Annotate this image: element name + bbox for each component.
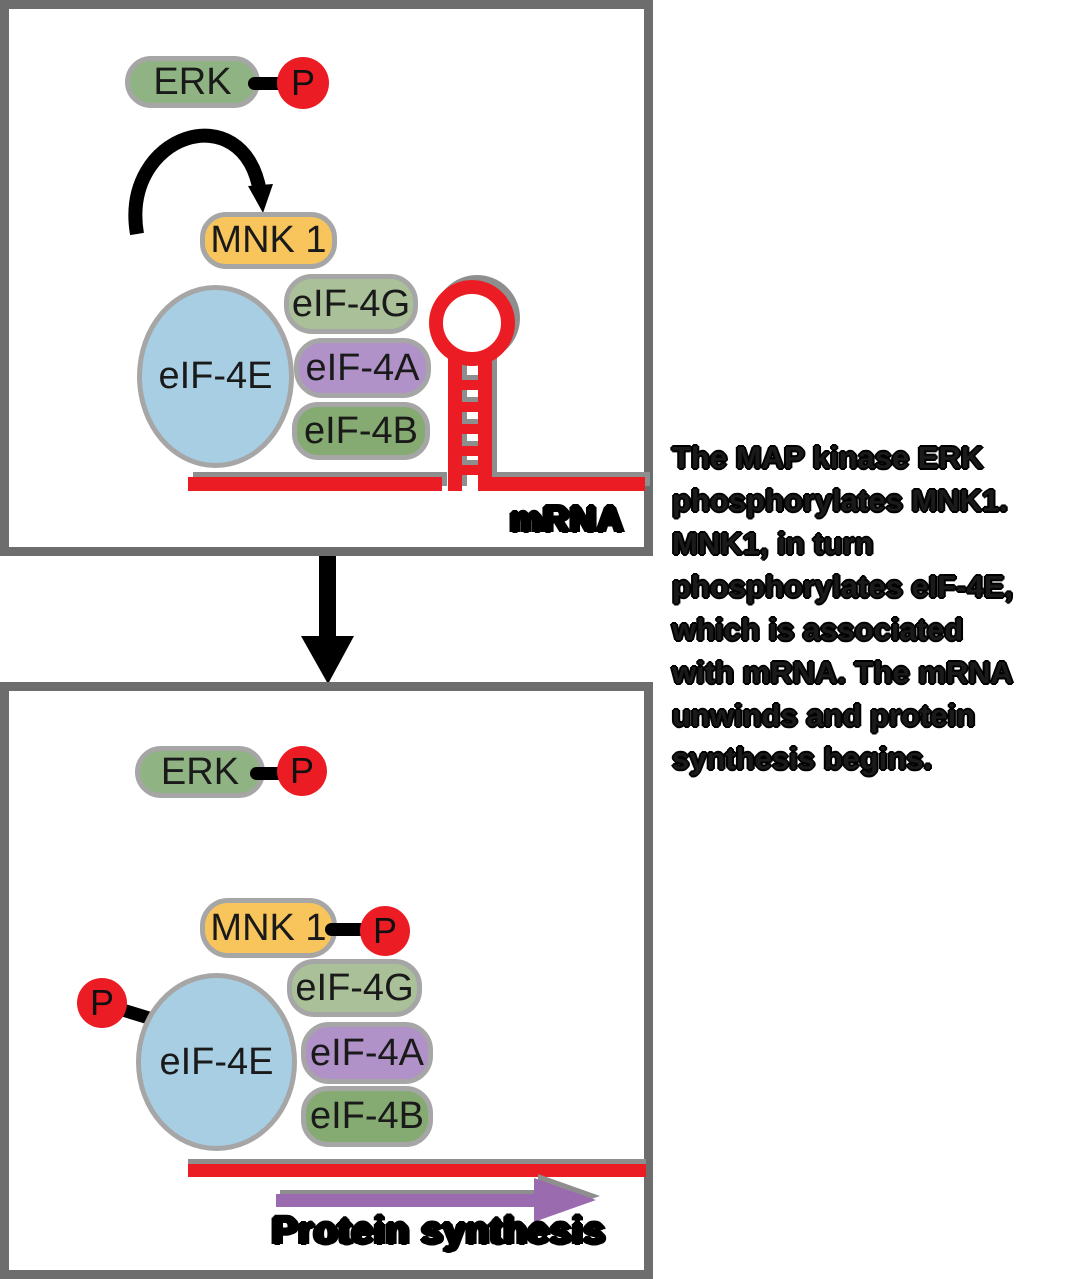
mnk1-phosphate-bond xyxy=(325,923,370,936)
caption-line: which is associated xyxy=(672,612,964,647)
erk-protein: ERK xyxy=(125,56,260,108)
eif4a-protein: eIF-4A xyxy=(301,1022,433,1084)
mrna-strand-hairpin xyxy=(188,280,645,491)
phosphate-label: P xyxy=(290,62,315,103)
erk-protein: ERK xyxy=(135,746,265,798)
activation-arc-arrow xyxy=(128,128,273,236)
protein-synthesis-label: Protein synthesis xyxy=(272,1210,606,1252)
caption-line: phosphorylates eIF-4E, xyxy=(672,569,1014,604)
mrna-label: mRNA xyxy=(510,498,625,539)
figure-caption: The MAP kinase ERK phosphorylates MNK1. … xyxy=(672,436,1065,780)
phosphate-group: P xyxy=(277,746,327,796)
erk-label: ERK xyxy=(160,750,240,793)
caption-line: MNK1, in turn xyxy=(672,526,874,561)
erk-label: ERK xyxy=(153,60,232,103)
mnk1-label: MNK 1 xyxy=(210,219,327,261)
eif4b-label: eIF-4B xyxy=(309,1095,425,1137)
mnk1-protein: MNK 1 xyxy=(200,212,337,269)
phosphate-label: P xyxy=(372,910,397,951)
caption-line: unwinds and protein xyxy=(672,698,976,733)
eif4b-label: eIF-4B xyxy=(303,409,419,452)
eif4g-protein: eIF-4G xyxy=(287,959,422,1017)
mnk1-protein: MNK 1 xyxy=(200,898,337,958)
caption-line: with mRNA. The mRNA xyxy=(672,655,1013,690)
eif4a-label: eIF-4A xyxy=(309,1031,425,1074)
eif4a-protein: eIF-4A xyxy=(294,338,431,398)
eif4b-protein: eIF-4B xyxy=(292,402,430,460)
phosphate-group: P xyxy=(360,906,410,956)
phosphate-group: P xyxy=(277,57,329,109)
phosphate-group: P xyxy=(77,978,127,1028)
eif4e-protein: eIF-4E xyxy=(136,973,297,1151)
phosphate-label: P xyxy=(289,750,314,791)
process-arrow xyxy=(301,556,354,684)
caption-line: synthesis begins. xyxy=(672,741,933,776)
eif4e-label: eIF-4E xyxy=(158,355,273,397)
eif4a-label: eIF-4A xyxy=(305,346,420,389)
eif4b-protein: eIF-4B xyxy=(301,1086,433,1147)
eif4e-label: eIF-4E xyxy=(159,1040,274,1083)
mnk1-label: MNK 1 xyxy=(210,906,327,949)
caption-line: phosphorylates MNK1. xyxy=(672,483,1008,518)
eif4g-protein: eIF-4G xyxy=(284,274,418,334)
translation-arrow xyxy=(276,1178,596,1222)
mrna-strand-unwound xyxy=(188,1164,646,1177)
eif4g-label: eIF-4G xyxy=(295,966,414,1009)
caption-line: The MAP kinase ERK xyxy=(672,440,984,475)
phosphate-label: P xyxy=(89,982,114,1023)
eif4g-label: eIF-4G xyxy=(291,282,411,325)
eif4e-protein: eIF-4E xyxy=(137,285,294,468)
